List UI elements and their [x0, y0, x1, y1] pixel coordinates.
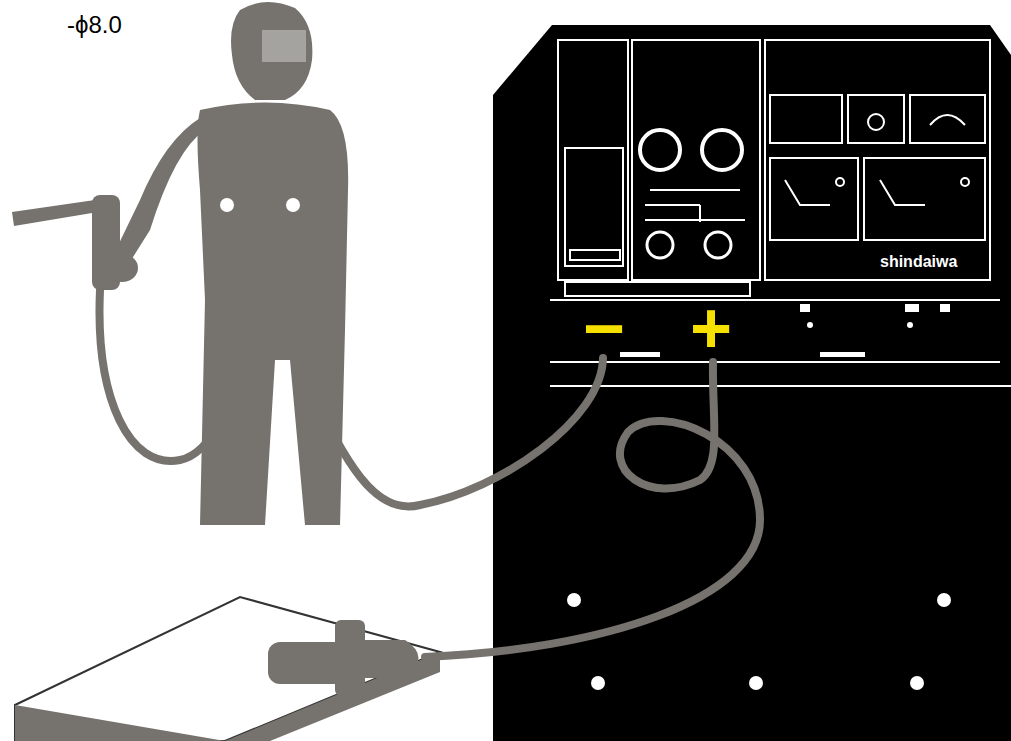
welder-housing [493, 25, 1011, 741]
welding-cables [100, 290, 760, 657]
brand-logo: shindaiwa [880, 252, 957, 272]
welder-details [220, 30, 306, 212]
ground-clamp [268, 620, 419, 696]
size-range: -ϕ8.0 [67, 10, 122, 40]
positive-terminal: + [690, 308, 732, 348]
workpiece [15, 597, 440, 741]
negative-terminal: − [583, 308, 625, 348]
control-panel [550, 40, 1011, 386]
welder-figure [12, 2, 348, 525]
